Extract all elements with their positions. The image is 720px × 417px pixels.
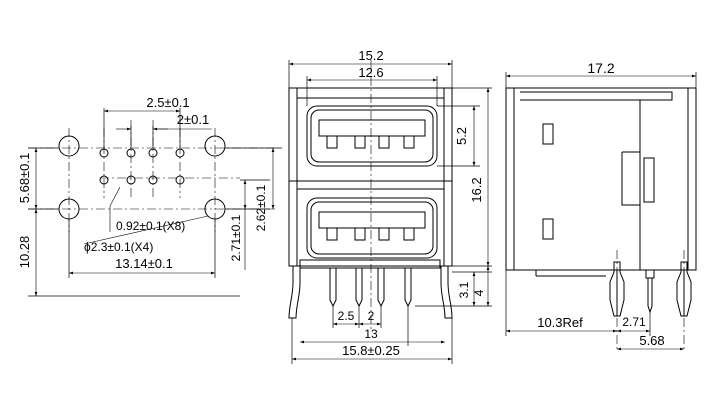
small-hole	[99, 148, 109, 158]
footprint-height-5-68: 5.68±0.1	[17, 153, 32, 204]
pcb-footprint-view: 2.5±0.1 2±0.1 5.68±0.1 10.28 2.62±0.1 2.…	[17, 95, 282, 297]
footprint-pitch-2-5: 2.5±0.1	[146, 95, 189, 110]
footprint-height-10-28: 10.28	[17, 236, 32, 269]
footprint-pitch-2: 2±0.1	[177, 112, 209, 127]
front-pitch-2: 2	[368, 309, 375, 323]
large-hole	[204, 135, 226, 157]
large-hole	[58, 198, 80, 220]
side-offset-5-68: 5.68	[639, 333, 664, 348]
small-hole	[148, 148, 158, 158]
footprint-height-2-62: 2.62±0.1	[254, 184, 268, 231]
lower-usb-port	[306, 197, 438, 259]
side-ref-10-3: 10.3Ref	[537, 315, 583, 330]
small-hole	[126, 148, 136, 158]
side-depth-17-2: 17.2	[587, 60, 614, 76]
small-hole	[175, 175, 185, 185]
large-hole	[58, 135, 80, 157]
side-offset-2-71: 2.71	[622, 315, 646, 329]
upper-usb-port	[306, 105, 438, 167]
small-hole	[148, 175, 158, 185]
footprint-width-13-14: 13.14±0.1	[115, 256, 173, 271]
front-pitch-2-5: 2.5	[338, 309, 355, 323]
small-hole	[99, 175, 109, 185]
small-hole-callout: 0.92±0.1(X8)	[116, 219, 185, 233]
small-hole	[126, 175, 136, 185]
front-width-12-6: 12.6	[358, 65, 383, 80]
front-width-15-8: 15.8±0.25	[342, 343, 400, 358]
front-port-5-2: 5.2	[454, 127, 469, 145]
front-pin-4: 4	[472, 289, 486, 296]
front-width-15-2: 15.2	[358, 48, 383, 63]
front-pin-3-1: 3.1	[457, 281, 471, 298]
front-span-13: 13	[364, 327, 378, 341]
large-hole-callout: ϕ2.3±0.1(X4)	[84, 240, 153, 254]
small-hole	[175, 148, 185, 158]
side-view: 17.2 10.3Ref 2.71 5.68	[505, 60, 697, 351]
front-height-16-2: 16.2	[469, 177, 484, 202]
footprint-height-2-71: 2.71±0.1	[229, 214, 243, 261]
front-view: 15.2 12.6 5.2 16.2 3.1 4 2.5 2 13 15.	[288, 48, 492, 364]
